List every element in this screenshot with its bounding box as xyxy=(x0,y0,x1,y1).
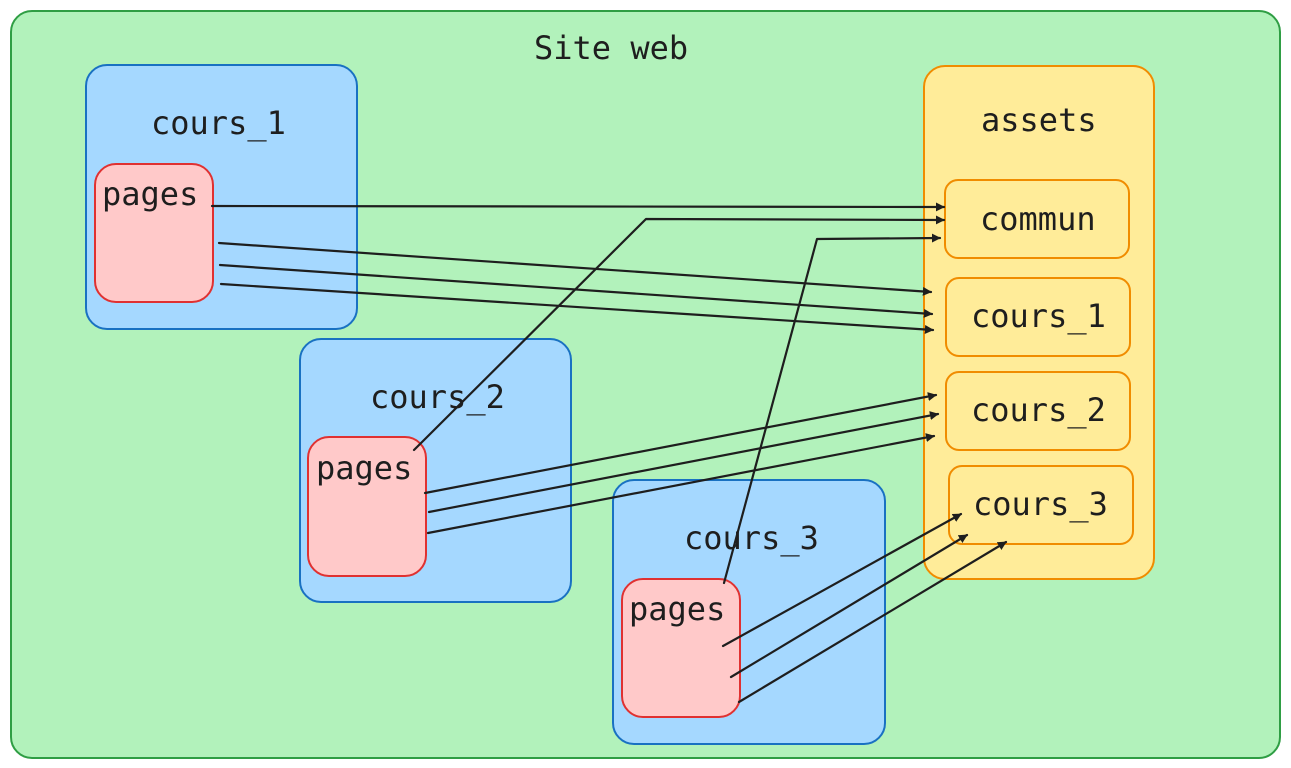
course-label-1: cours_1 xyxy=(151,104,286,142)
course-label-2: cours_2 xyxy=(370,378,505,416)
assets-label: assets xyxy=(981,101,1097,139)
asset-label-commun: commun xyxy=(980,200,1096,238)
site-web-title: Site web xyxy=(534,29,689,67)
pages-box-3 xyxy=(621,578,741,718)
asset-box-cours-2 xyxy=(945,371,1131,451)
pages-box-1 xyxy=(94,163,214,303)
asset-label-cours-2: cours_2 xyxy=(971,391,1106,429)
asset-box-cours-1 xyxy=(945,277,1131,357)
asset-label-cours-3: cours_3 xyxy=(973,485,1108,523)
pages-box-2 xyxy=(307,436,427,577)
pages-label-2: pages xyxy=(316,449,413,487)
asset-label-cours-1: cours_1 xyxy=(971,297,1106,335)
pages-label-1: pages xyxy=(102,175,199,213)
pages-label-3: pages xyxy=(629,590,726,628)
asset-box-cours-3 xyxy=(948,465,1134,545)
course-label-3: cours_3 xyxy=(684,519,819,557)
